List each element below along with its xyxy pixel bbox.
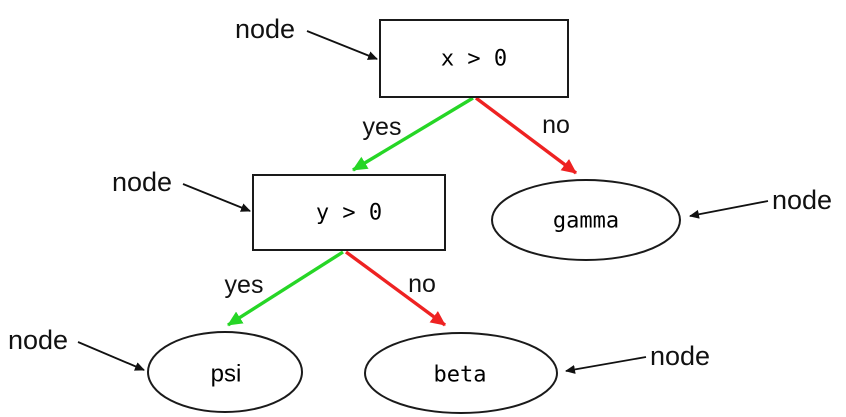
edge-label-yes-1: yes bbox=[363, 113, 402, 141]
annotation-label-child: node bbox=[112, 167, 172, 197]
annotation-label-root: node bbox=[235, 14, 295, 44]
edge-label-yes-2: yes bbox=[225, 271, 264, 299]
psi-node-label: psi bbox=[211, 361, 242, 388]
edge-label-no-1: no bbox=[542, 111, 570, 139]
edge-child-yes bbox=[227, 250, 344, 327]
root-node-box bbox=[379, 19, 569, 98]
edge-child-no bbox=[344, 250, 447, 327]
annotation-arrow-child bbox=[182, 183, 251, 212]
annotation-arrow-gamma bbox=[689, 200, 769, 219]
edge-root-yes bbox=[352, 96, 474, 172]
tree-nodes: x > 0 y > 0 gamma psi beta bbox=[147, 19, 681, 414]
edge-label-no-2: no bbox=[408, 270, 436, 298]
annotation-arrow-beta bbox=[565, 356, 647, 374]
gamma-node-ellipse bbox=[491, 179, 681, 261]
beta-node-ellipse bbox=[364, 332, 558, 414]
annotation-label-psi: node bbox=[8, 325, 68, 355]
root-node-label: x > 0 bbox=[441, 47, 507, 72]
child-node-label: y > 0 bbox=[316, 201, 382, 226]
annotation-arrow-root bbox=[306, 30, 378, 60]
annotation-arrow-psi bbox=[77, 341, 145, 371]
edge-root-no bbox=[474, 96, 578, 175]
beta-node-label: beta bbox=[434, 363, 487, 388]
annotation-label-gamma: node bbox=[772, 185, 832, 215]
annotation-label-beta: node bbox=[650, 341, 710, 371]
psi-node-ellipse bbox=[147, 331, 303, 413]
gamma-node-label: gamma bbox=[553, 209, 619, 234]
child-node-box bbox=[252, 174, 446, 251]
tree-edges: yes no yes no bbox=[225, 96, 578, 327]
annotations: node node node node node bbox=[8, 14, 832, 374]
